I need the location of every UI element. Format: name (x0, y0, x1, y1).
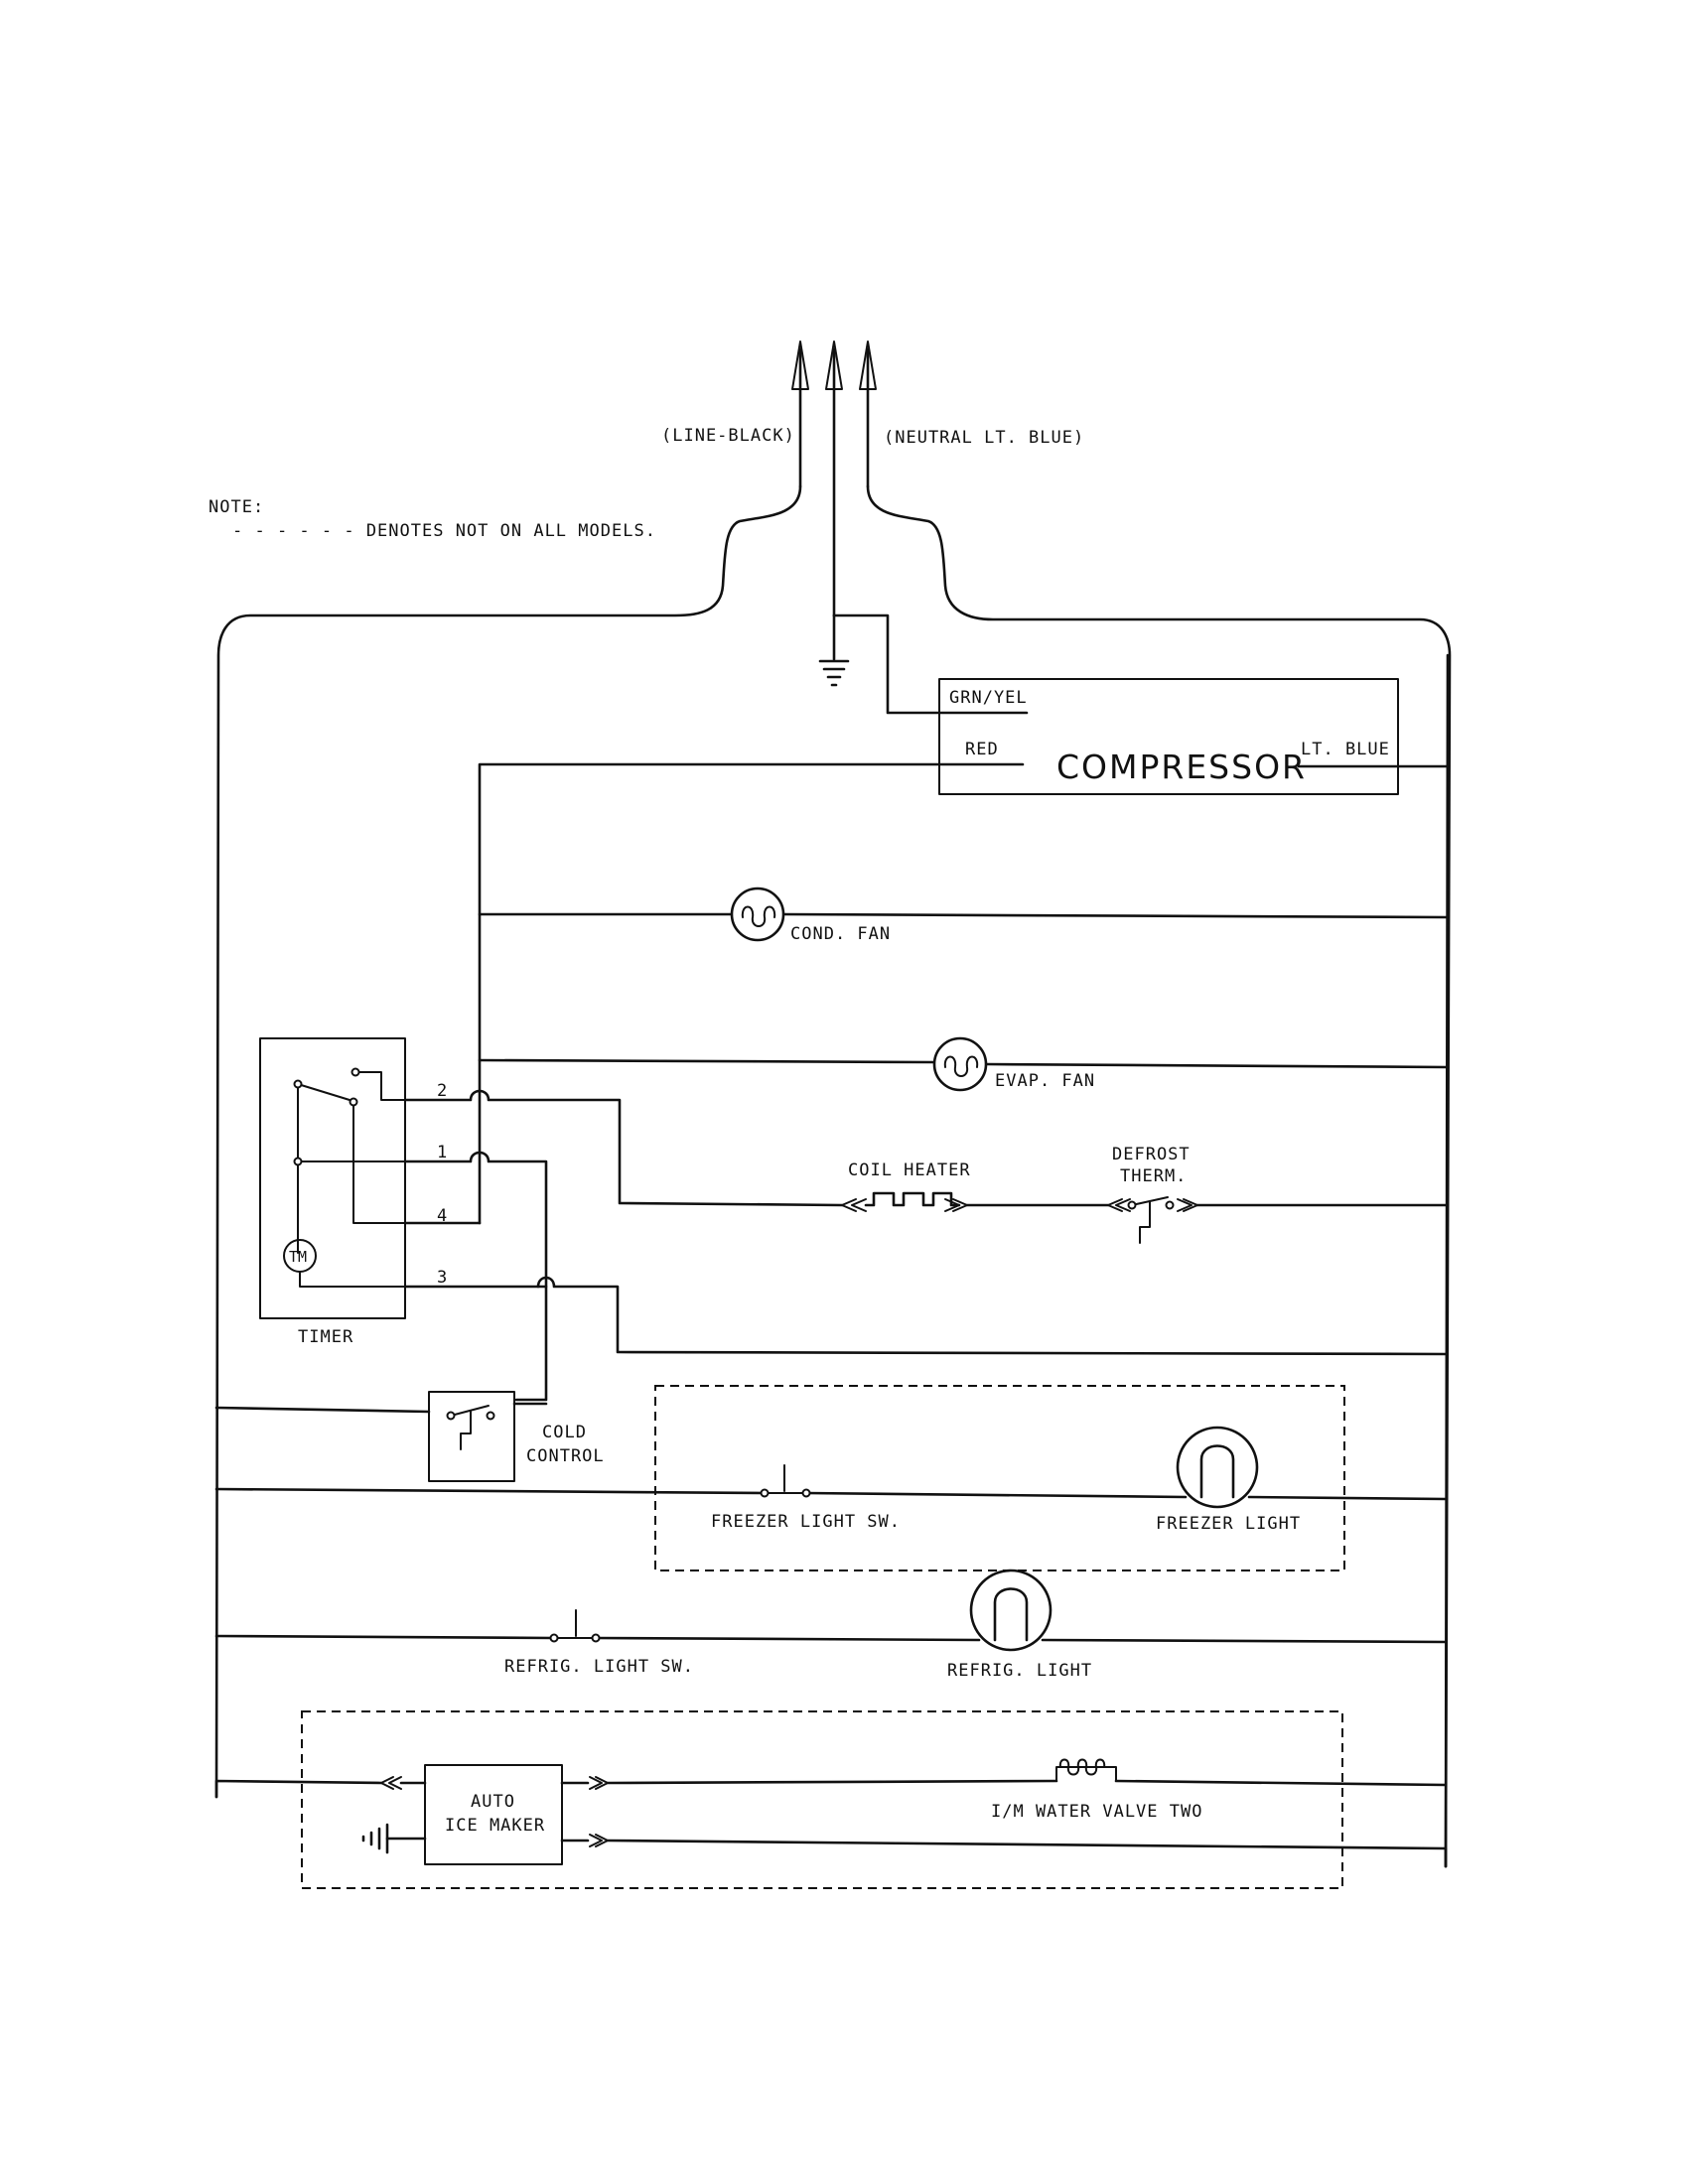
neutral-supply-arrow (859, 341, 877, 488)
timer-terminal-3-wire (403, 1276, 1448, 1356)
water-valve-wire (606, 1779, 1058, 1785)
coil-heater-label: COIL HEATER (848, 1160, 971, 1180)
cold-control-wire (214, 1402, 548, 1414)
line-wire (214, 484, 802, 1799)
refrig-light-switch-icon (549, 1609, 601, 1643)
ground-wire (832, 614, 1029, 715)
refrig-light-wire (214, 1634, 1448, 1644)
timer-box (259, 1037, 406, 1319)
timer-motor-icon: TM (283, 1239, 406, 1288)
timer-terminal-1: 1 (437, 1143, 448, 1162)
cond-fan-label: COND. FAN (790, 924, 891, 944)
timer-label: TIMER (298, 1327, 353, 1347)
timer-terminal-2-wire (403, 1089, 844, 1207)
timer-terminal-2: 2 (437, 1081, 448, 1101)
freezer-light-icon (1176, 1426, 1259, 1509)
timer-terminal-3: 3 (437, 1268, 448, 1288)
freezer-light-switch-label: FREEZER LIGHT SW. (711, 1512, 901, 1532)
evap-fan-wire (478, 1058, 1450, 1069)
lt-blue-label: LT. BLUE (1301, 740, 1390, 759)
cold-control-switch (446, 1405, 495, 1450)
neutral-wire (866, 484, 1452, 1868)
defrost-therm-icon (1107, 1196, 1198, 1244)
defrost-therm-label-2: THERM. (1120, 1166, 1187, 1186)
cond-fan-icon (730, 887, 785, 942)
neutral-bus (1444, 653, 1450, 1868)
refrig-light-switch-label: REFRIG. LIGHT SW. (504, 1657, 694, 1677)
water-valve-coil-icon (1055, 1758, 1117, 1782)
grn-yel-label: GRN/YEL (949, 688, 1028, 708)
line-black-label: (LINE-BLACK) (661, 426, 795, 446)
red-label: RED (965, 740, 999, 759)
compressor-box (938, 678, 1399, 795)
ice-maker-line-wire (214, 1779, 383, 1799)
svg-text:TM: TM (289, 1248, 307, 1266)
refrig-light-label: REFRIG. LIGHT (947, 1661, 1092, 1681)
freezer-light-switch-icon (760, 1464, 811, 1498)
cold-control-label-1: COLD (542, 1423, 587, 1442)
optional-freezer-light-box (654, 1385, 1345, 1571)
ice-maker-label-2: ICE MAKER (445, 1816, 545, 1836)
chassis-ground-icon (818, 614, 850, 687)
water-valve-label: I/M WATER VALVE TWO (991, 1802, 1202, 1822)
note-text: - - - - - - DENOTES NOT ON ALL MODELS. (232, 521, 656, 541)
line-supply-arrow (791, 341, 809, 488)
timer-terminal-4: 4 (437, 1206, 448, 1226)
cold-control-box (428, 1391, 515, 1482)
coil-heater-icon (841, 1191, 968, 1212)
refrig-light-icon (969, 1569, 1052, 1652)
optional-ice-maker-box (301, 1710, 1343, 1889)
ice-maker-neutral-wire (606, 1839, 1448, 1868)
ice-maker-box (424, 1764, 563, 1865)
timer-switch (293, 1067, 406, 1254)
timer-terminal-1-wire (403, 1151, 548, 1402)
compressor-title: COMPRESSOR (1056, 748, 1307, 786)
evap-fan-label: EVAP. FAN (995, 1071, 1095, 1091)
neutral-lt-blue-label: (NEUTRAL LT. BLUE) (884, 428, 1084, 448)
evap-fan-icon (932, 1036, 988, 1092)
cond-fan-wire (478, 912, 1450, 919)
defrost-therm-label-1: DEFROST (1112, 1145, 1191, 1164)
freezer-light-wire (214, 1487, 1448, 1501)
compressor-red-wire (478, 762, 1025, 1225)
ice-maker-label-1: AUTO (471, 1792, 515, 1812)
freezer-light-label: FREEZER LIGHT (1156, 1514, 1301, 1534)
ice-maker-ground-icon (361, 1823, 427, 1854)
cold-control-label-2: CONTROL (526, 1446, 605, 1466)
note-heading: NOTE: (209, 497, 264, 517)
ground-supply-arrow (825, 341, 843, 617)
